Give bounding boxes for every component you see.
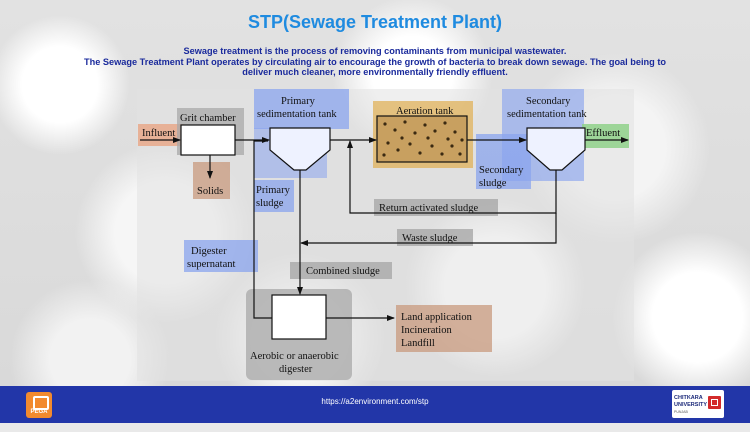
disposal-label-1: Land application [401,312,473,323]
chitkara-logo: CHITKARA UNIVERSITY PUNJAB [672,390,724,418]
description-line: deliver much cleaner, more environmental… [242,67,508,77]
grit-chamber-unit [180,124,236,156]
waste-sludge-highlight [397,229,473,246]
secondary-tank-label-2: sedimentation tank [507,109,587,120]
digester-label-1: Aerobic or anaerobic [250,351,339,362]
disposal-highlight [396,305,492,352]
digester-unit [271,294,327,340]
grit-chamber-label: Grit chamber [180,113,236,124]
effluent-highlight [582,124,629,148]
solids-label: Solids [197,186,223,197]
digester-label-2: digester [279,364,313,375]
slide-title: STP(Sewage Treatment Plant) [247,12,503,32]
description-line: The Sewage Treatment Plant operates by c… [84,56,666,67]
primary-tank-label-2: sedimentation tank [257,109,337,120]
secondary-sludge-label-1: Secondary [479,165,524,176]
secondary-sludge-label-2: sludge [479,178,507,189]
primary-sludge-label-2: sludge [256,198,284,209]
combined-sludge-highlight [290,262,392,279]
aeration-tank-label: Aeration tank [396,106,454,117]
supernatant-label-1: Digester [191,246,227,257]
flow-lines [140,137,629,321]
pega-mark-icon [33,396,49,410]
primary-tank-label-highlight [254,89,349,129]
primary-tank-unit [269,127,331,171]
supernatant-label-2: supernatant [187,259,235,270]
return-sludge-highlight [374,199,498,216]
primary-tank-label-1: Primary [281,96,316,107]
pega-logo: PEGA [26,392,52,418]
description-line: Sewage treatment is the process of remov… [183,46,567,56]
footer-bar: PEGA https://a2environment.com/stp CHITK… [0,386,750,423]
waste-sludge-label: Waste sludge [402,233,458,244]
combined-sludge-label: Combined sludge [306,266,380,277]
slide-description: Sewage treatment is the process of remov… [40,46,710,78]
pega-logo-text: PEGA [30,409,48,415]
sewage-process-diagram: Influent Grit chamber Solids Primary sed… [138,89,629,380]
secondary-tank-label-1: Secondary [526,96,571,107]
aeration-bubbles [382,120,464,157]
primary-sludge-label-1: Primary [256,185,291,196]
return-sludge-label: Return activated sludge [379,203,478,214]
chitkara-badge-icon [708,396,721,409]
chitkara-name-line: CHITKARA [674,395,703,401]
disposal-label-2: Incineration [401,325,452,336]
influent-label: Influent [142,128,175,139]
chitkara-name-line: UNIVERSITY [674,401,708,408]
primary-sludge-highlight [254,180,294,212]
chitkara-name: CHITKARA UNIVERSITY [674,395,707,408]
disposal-label-3: Landfill [401,338,435,349]
chitkara-sub: PUNJAB [674,410,688,414]
secondary-tank-unit [526,127,586,171]
solids-highlight [193,162,230,199]
supernatant-highlight [184,240,258,272]
effluent-label: Effluent [586,128,620,139]
aeration-tank-unit [376,115,468,163]
source-url[interactable]: https://a2environment.com/stp [321,397,429,406]
